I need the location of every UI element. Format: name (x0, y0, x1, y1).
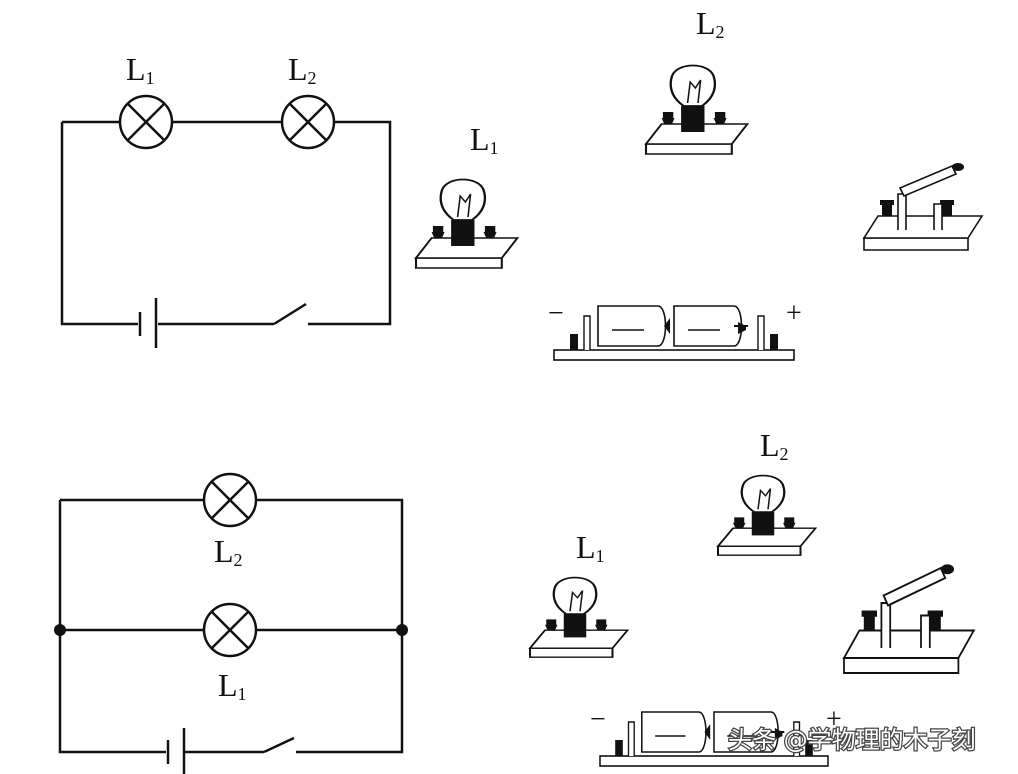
junction-left (54, 624, 66, 636)
lamp-symbol-bottom (202, 602, 258, 658)
lamp-label-bottom: L1 (218, 667, 247, 704)
bulb-device-2 (644, 64, 749, 156)
watermark: 头条 @学物理的木子刻 (728, 726, 976, 754)
parallel-circuit-schematic: L2 L1 (54, 472, 408, 774)
knife-switch-1 (863, 162, 983, 251)
lamp-symbol-2 (280, 94, 336, 150)
battery-holder-1 (553, 305, 795, 361)
bulb-label-3: L1 (576, 529, 605, 566)
physical-setup-1: L2 L1 − + (414, 5, 983, 361)
series-wire (60, 120, 392, 326)
lamp-symbol-1 (118, 94, 174, 150)
bulb-label-4: L2 (760, 427, 789, 464)
lamp-label-top: L2 (214, 533, 243, 570)
battery-symbol-2 (166, 728, 186, 774)
switch-symbol-1 (273, 302, 307, 326)
switch-symbol-2 (263, 736, 295, 754)
bulb-label-2: L2 (696, 5, 725, 42)
lamp-label-1: L1 (126, 51, 155, 88)
battery-minus-1: − (548, 298, 564, 329)
lamp-label-2: L2 (288, 51, 317, 88)
bulb-device-3 (528, 576, 629, 659)
battery-minus-2: − (590, 704, 606, 735)
junction-right (396, 624, 408, 636)
knife-switch-2 (843, 563, 975, 674)
physical-setup-2: L2 L1 − + (528, 427, 975, 767)
bulb-device-1 (414, 178, 519, 270)
series-circuit-schematic: L1 L2 (60, 51, 392, 348)
lamp-symbol-top (202, 472, 258, 528)
battery-plus-2: + (826, 704, 842, 735)
battery-symbol-1 (138, 298, 158, 348)
battery-plus-1: + (786, 298, 802, 329)
bulb-device-4 (716, 474, 817, 557)
bulb-label-1: L1 (470, 121, 499, 158)
